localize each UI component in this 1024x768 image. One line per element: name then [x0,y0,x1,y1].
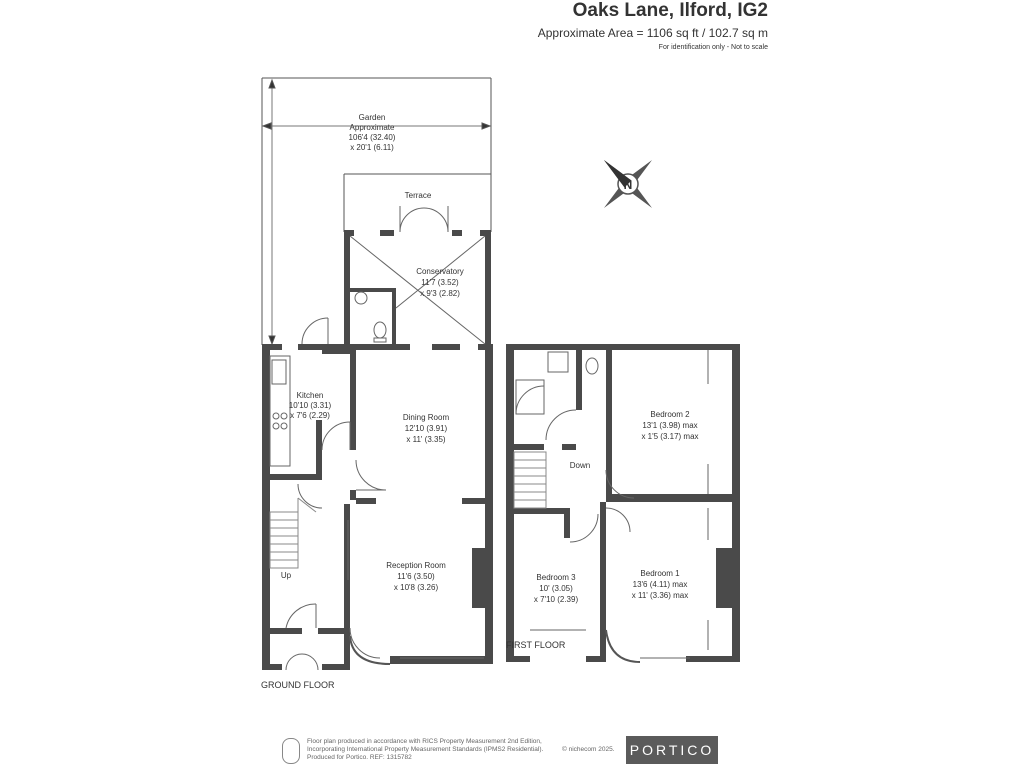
reception-line1: 11'6 (3.50) [397,572,435,581]
dining-name: Dining Room [403,413,450,422]
footer-line2: Incorporating International Property Mea… [307,746,544,753]
nichecom-logo-icon [282,738,300,764]
bedroom1-line2: x 11' (3.36) max [632,591,689,600]
conservatory-name: Conservatory [416,267,464,276]
ground-floor-fixtures [269,206,486,671]
first-floor-walls [506,344,740,662]
garden-line3: x 20'1 (6.11) [350,143,394,152]
bedroom3-line2: x 7'10 (2.39) [534,595,579,604]
conservatory-line2: x 9'3 (2.82) [420,289,460,298]
footer-disclaimer: Floor plan produced in accordance with R… [307,738,627,762]
dining-line2: x 11' (3.35) [406,435,446,444]
footer-line1: Floor plan produced in accordance with R… [307,738,542,745]
bedroom3-name: Bedroom 3 [536,573,576,582]
reception-line2: x 10'8 (3.26) [394,583,439,592]
footer-copyright: © nichecom 2025. [562,746,615,753]
ground-floor-label: GROUND FLOOR [261,680,335,690]
reception-name: Reception Room [386,561,446,570]
bedroom2-name: Bedroom 2 [650,410,690,419]
compass-letter: N [624,178,633,192]
garden-line1: Approximate [350,123,395,132]
kitchen-name: Kitchen [297,391,324,400]
terrace-name: Terrace [405,191,432,200]
bedroom2-line1: 13'1 (3.98) max [642,421,697,430]
scale-note: For identification only - Not to scale [658,44,768,51]
garden-outline [261,77,492,346]
bedroom2-line2: x 1'5 (3.17) max [641,432,698,441]
bedroom1-line1: 13'6 (4.11) max [633,580,688,589]
portico-logo: PORTICO [626,736,718,764]
kitchen-line2: x 7'6 (2.29) [290,411,330,420]
first-floor-label: FIRST FLOOR [506,640,566,650]
approximate-area: Approximate Area = 1106 sq ft / 102.7 sq… [537,26,768,40]
stairs-down-label: Down [570,461,590,470]
garden-name: Garden [359,113,386,122]
first-floor-fixtures [513,350,709,663]
garden-line2: 106'4 (32.40) [349,133,396,142]
kitchen-line1: 10'10 (3.31) [289,401,332,410]
ground-floor-walls [262,230,493,670]
bedroom1-name: Bedroom 1 [640,569,680,578]
compass-icon [603,159,653,209]
footer-line3: Produced for Portico. REF: 1315782 [307,754,412,761]
dining-line1: 12'10 (3.91) [405,424,448,433]
property-title: Oaks Lane, Ilford, IG2 [572,0,768,21]
stairs-up-label: Up [281,571,292,580]
conservatory-line1: 11'7 (3.52) [421,278,459,287]
bedroom3-line1: 10' (3.05) [539,584,573,593]
